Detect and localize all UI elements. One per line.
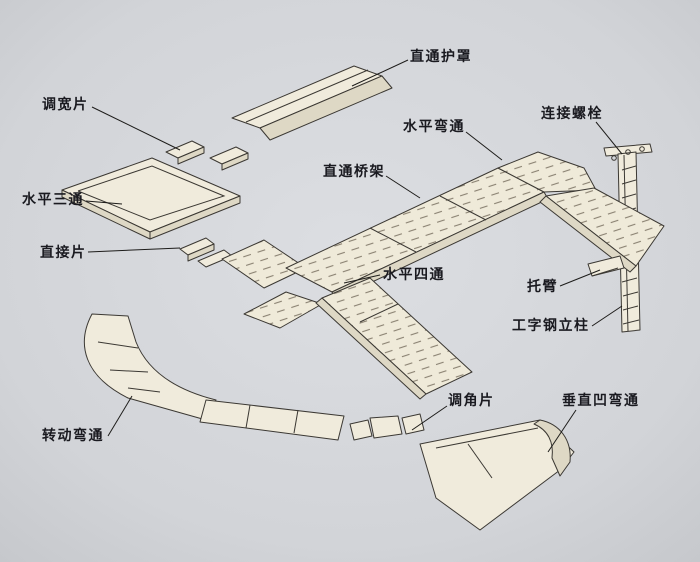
part-vertical-concave-elbow <box>419 419 575 531</box>
label-cantilever-arm: 托臂 <box>527 279 558 295</box>
label-angle-adjust-piece: 调角片 <box>448 393 495 409</box>
label-i-beam-column: 工字钢立柱 <box>512 318 590 334</box>
label-straight-cover: 直通护罩 <box>410 49 472 65</box>
label-width-adjust-piece: 调宽片 <box>42 97 89 113</box>
label-straight-tray: 直通桥架 <box>323 164 385 180</box>
part-straight-tray <box>285 167 549 300</box>
label-vertical-concave-elbow: 垂直凹弯通 <box>562 393 640 409</box>
part-lower-right-run <box>315 277 473 400</box>
part-angle-adjust-pieces <box>349 413 425 441</box>
part-horizontal-elbow <box>497 151 665 273</box>
part-straight-connector-pieces <box>179 237 233 268</box>
label-rotating-elbow: 转动弯通 <box>42 428 104 444</box>
label-horizontal-cross: 水平四通 <box>383 267 445 283</box>
label-horizontal-elbow: 水平弯通 <box>403 119 465 135</box>
label-horizontal-tee: 水平三通 <box>22 192 84 208</box>
part-bottom-chain <box>199 399 403 441</box>
part-horizontal-tee <box>61 157 241 240</box>
part-width-adjust-pieces <box>165 140 249 171</box>
part-straight-cover <box>231 65 393 141</box>
part-rotating-elbow <box>84 313 217 421</box>
label-straight-connector-piece: 直接片 <box>40 245 87 261</box>
label-connecting-bolt: 连接螺栓 <box>541 106 603 122</box>
leader-lines <box>85 59 623 453</box>
